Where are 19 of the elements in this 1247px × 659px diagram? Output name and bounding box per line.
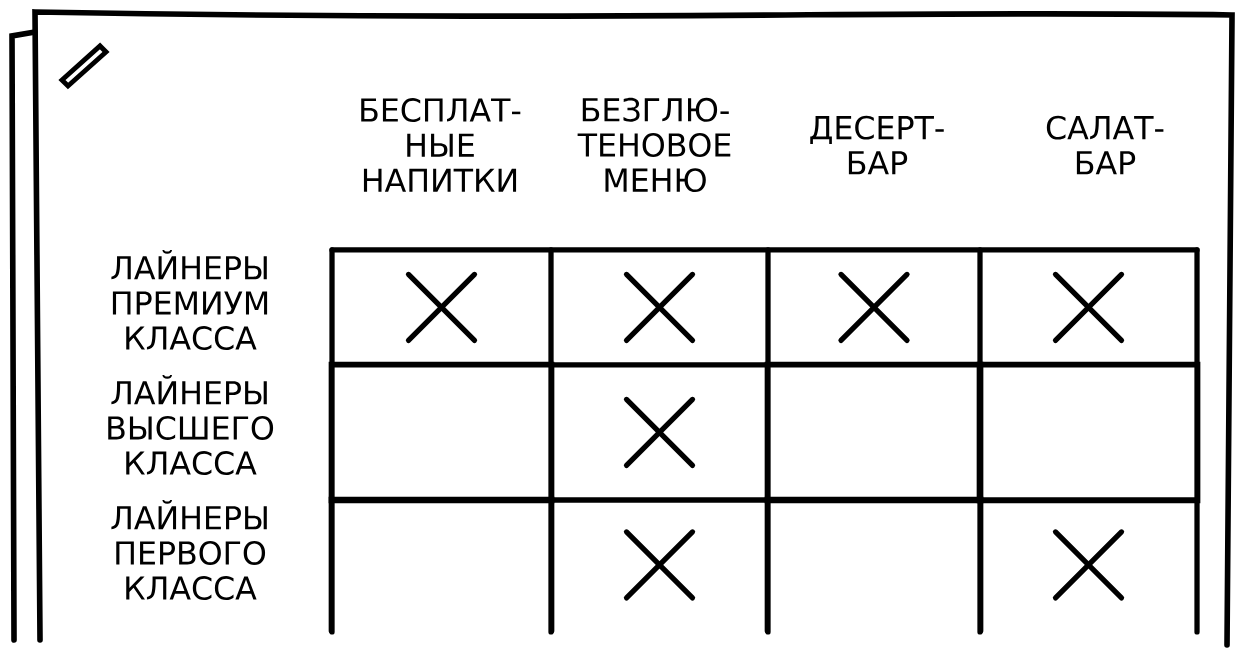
- header-label: БЕСПЛАТ- НЫЕ НАПИТКИ: [361, 98, 521, 192]
- empty-cell: [764, 496, 984, 634]
- row-label: ЛАЙНЕРЫ ВЫСШЕГО КЛАССА: [108, 374, 274, 476]
- header-label: САЛАТ- БАР: [1046, 115, 1164, 175]
- empty-cell: [328, 361, 555, 504]
- cross-mark: [838, 271, 910, 344]
- cross-mark: [1052, 271, 1125, 344]
- empty-cell: [976, 361, 1201, 504]
- cross-mark: [623, 529, 696, 601]
- cross-mark: [405, 271, 478, 344]
- header-label: БЕЗГЛЮ- ТЕНОВОЕ МЕНЮ: [577, 97, 731, 193]
- empty-cell: [764, 361, 984, 504]
- row-label: ЛАЙНЕРЫ ПЕРВОГО КЛАССА: [111, 499, 267, 601]
- row-label: ЛАЙНЕРЫ ПРЕМИУМ КЛАССА: [111, 249, 268, 350]
- cross-mark: [1052, 529, 1125, 601]
- cross-mark: [623, 271, 696, 344]
- cross-mark: [623, 396, 696, 469]
- header-label: ДЕСЕРТ- БАР: [810, 115, 944, 175]
- empty-cell: [328, 496, 555, 634]
